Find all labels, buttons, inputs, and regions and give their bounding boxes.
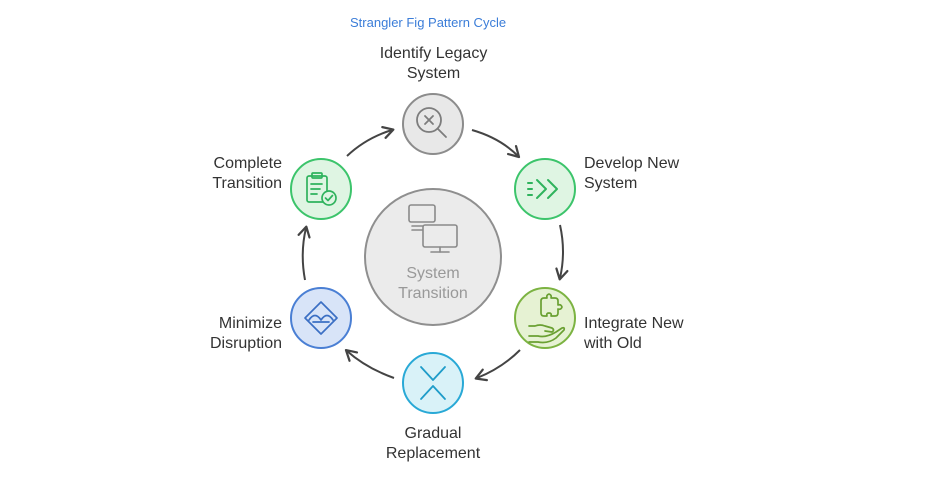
- clipboard-check-icon: [306, 172, 337, 206]
- diagram-title: Strangler Fig Pattern Cycle: [350, 15, 507, 30]
- arrow-complete-to-identify: [346, 126, 395, 157]
- node-minimize-disruption: [290, 287, 352, 349]
- label-complete-transition: Complete Transition: [182, 154, 282, 194]
- label-minimize-disruption-line2: Disruption: [209, 335, 282, 352]
- label-gradual-replacement-line1: Gradual: [404, 425, 462, 442]
- center-node: [364, 188, 502, 326]
- hand-puzzle-icon: [528, 293, 566, 344]
- node-identify-legacy: [402, 93, 464, 155]
- converge-arrows-icon: [420, 366, 446, 400]
- search-x-icon: [416, 107, 447, 138]
- label-develop-new-line1: Develop New: [584, 155, 680, 172]
- arrow-integrate-to-gradual: [474, 349, 521, 382]
- label-gradual-replacement-line2: Replacement: [385, 445, 481, 462]
- label-identify-legacy-line2: System: [406, 65, 461, 82]
- label-minimize-disruption-line1: Minimize: [218, 315, 282, 332]
- arrow-identify-to-develop: [471, 129, 521, 159]
- label-minimize-disruption: Minimize Disruption: [182, 314, 282, 354]
- label-identify-legacy: Identify Legacy System: [376, 44, 491, 84]
- label-integrate-line1: Integrate New: [584, 315, 684, 332]
- arrow-develop-to-integrate: [555, 224, 569, 281]
- center-label-line1: System: [406, 265, 460, 282]
- label-gradual-replacement: Gradual Replacement: [380, 424, 486, 464]
- label-integrate: Integrate New with Old: [584, 314, 684, 354]
- node-gradual-replacement: [402, 352, 464, 414]
- label-complete-transition-line2: Transition: [212, 175, 282, 192]
- diamond-bridge-icon: [304, 301, 338, 335]
- arrow-gradual-to-minimize: [344, 348, 395, 379]
- center-label-line2: Transition: [398, 285, 468, 302]
- arrow-minimize-to-complete: [297, 225, 311, 281]
- label-develop-new-line2: System: [584, 175, 638, 192]
- label-develop-new: Develop New System: [584, 154, 679, 194]
- label-complete-transition-line1: Complete: [213, 155, 282, 172]
- label-integrate-line2: with Old: [584, 335, 642, 352]
- double-chevron-icon: [527, 179, 558, 199]
- center-label: System Transition: [365, 264, 501, 304]
- node-develop-new: [514, 158, 576, 220]
- node-integrate: [514, 287, 576, 349]
- node-complete-transition: [290, 158, 352, 220]
- computers-icon: [408, 204, 458, 253]
- label-identify-legacy-line1: Identify Legacy: [379, 45, 488, 62]
